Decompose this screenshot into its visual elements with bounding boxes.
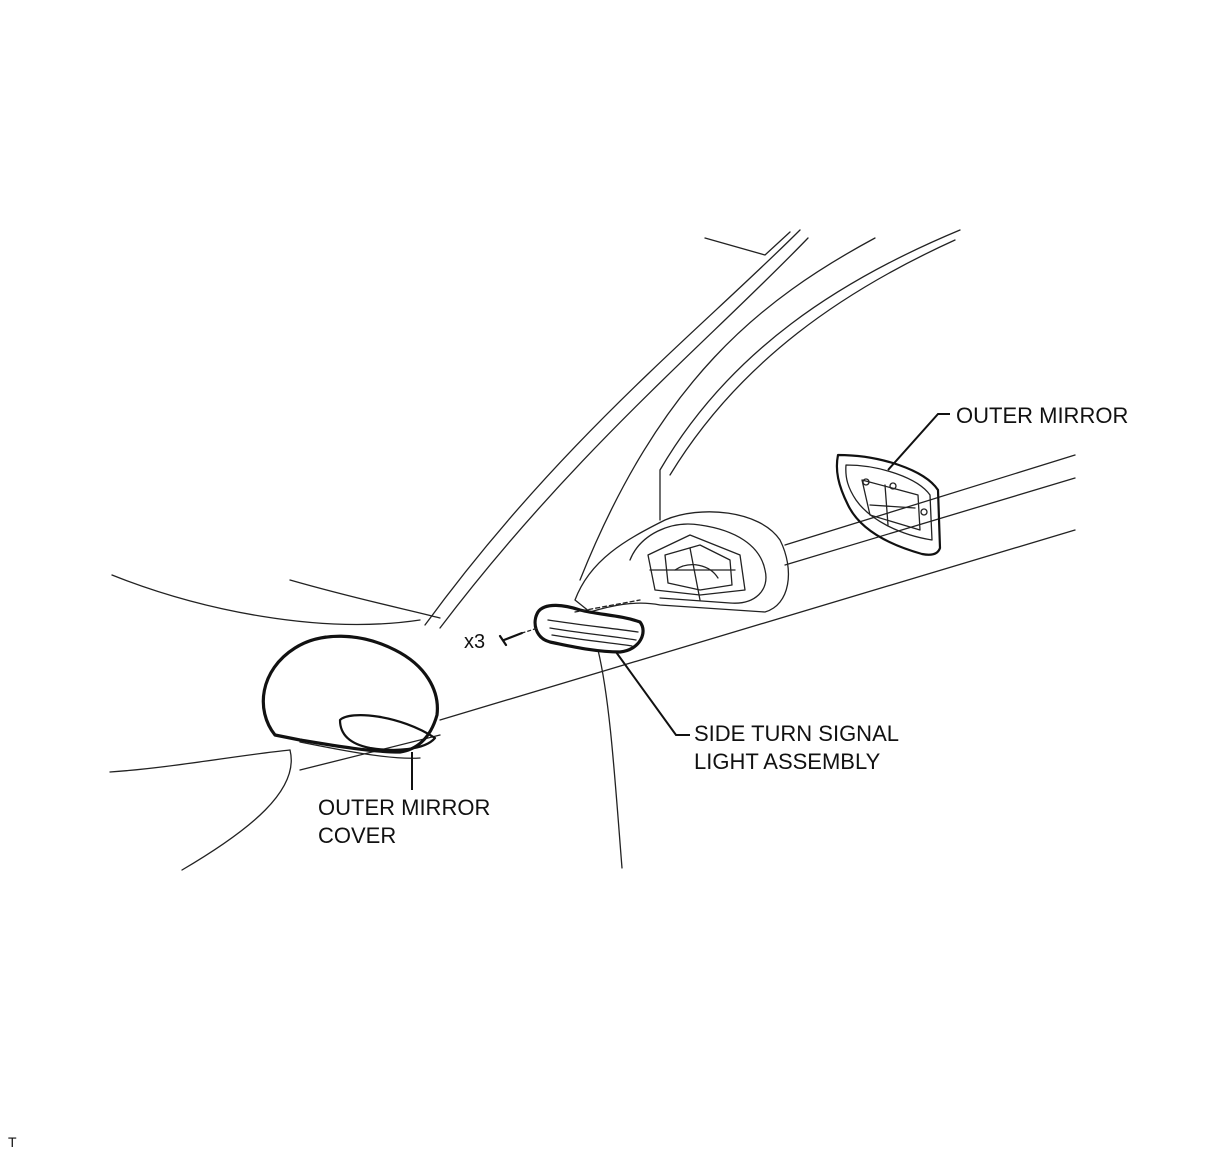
side-turn-signal-label-line1: SIDE TURN SIGNAL: [694, 721, 899, 746]
outer-mirror-cover-part: [261, 634, 439, 759]
roof-trim-line: [704, 231, 791, 256]
screw-quantity-label: x3: [464, 631, 486, 653]
door-frame-line-2: [659, 229, 961, 521]
outer-mirror-label: OUTER MIRROR: [956, 403, 1129, 428]
fender-line-mid: [299, 734, 441, 771]
screw-icon: [498, 627, 539, 647]
fender-line-left: [109, 749, 291, 773]
mirror-housing-base: [574, 511, 790, 613]
side-turn-signal-part: [533, 599, 645, 654]
a-pillar-inner-line: [439, 237, 809, 629]
door-front-edge: [597, 649, 623, 869]
door-frame-line-1: [579, 237, 876, 581]
outer-mirror-cover-label-line1: OUTER MIRROR: [318, 795, 491, 820]
corner-mark: T: [8, 1134, 17, 1150]
door-frame-line-3: [669, 239, 956, 476]
beltline-1: [439, 529, 1076, 721]
hood-line-upper: [111, 574, 421, 626]
hood-line-lower: [289, 579, 441, 619]
outer-mirror-cover-label-line2: COVER: [318, 823, 397, 848]
beltline-3: [784, 477, 1076, 566]
vehicle-body-lines: [109, 229, 1076, 871]
a-pillar-outer-line: [424, 229, 801, 626]
outer-mirror-part: [835, 453, 942, 556]
outer-mirror-leader: [887, 413, 950, 471]
side-turn-signal-leader: [615, 651, 690, 736]
side-turn-signal-label-line2: LIGHT ASSEMBLY: [694, 749, 881, 774]
fender-line-curve: [181, 749, 292, 871]
